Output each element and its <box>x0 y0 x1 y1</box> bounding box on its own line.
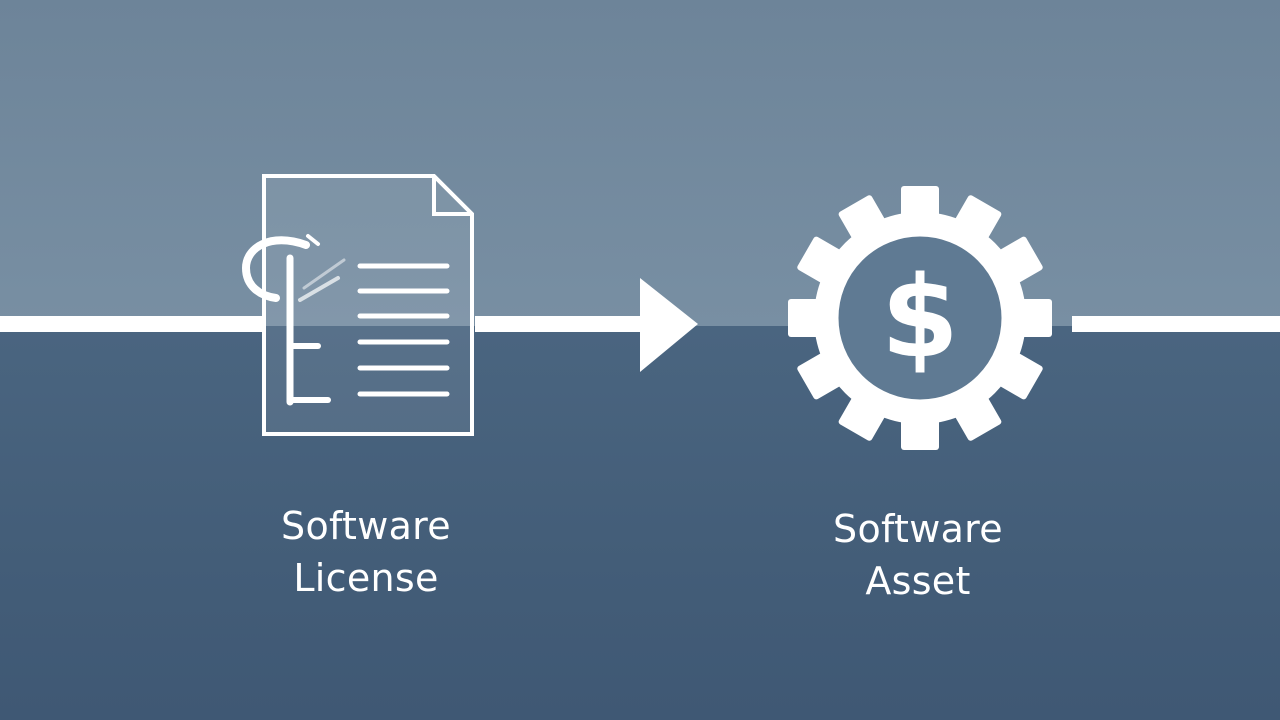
software-asset-label: Software Asset <box>768 503 1068 607</box>
document-text-lines <box>357 263 450 397</box>
key-glyph <box>241 234 346 406</box>
software-license-label: Software License <box>216 500 516 604</box>
background-bottom-band <box>0 326 1280 720</box>
dollar-symbol: $ <box>881 253 959 383</box>
arrow-right-icon <box>640 278 698 372</box>
asset-label-line-1: Software <box>833 507 1003 551</box>
license-document-icon <box>241 174 474 436</box>
license-label-line-1: Software <box>281 504 451 548</box>
gear-dollar-icon: $ <box>788 186 1052 450</box>
asset-label-line-2: Asset <box>865 559 971 603</box>
connector-line <box>0 316 1280 332</box>
license-label-line-2: License <box>293 556 439 600</box>
background-top-band <box>0 0 1280 326</box>
